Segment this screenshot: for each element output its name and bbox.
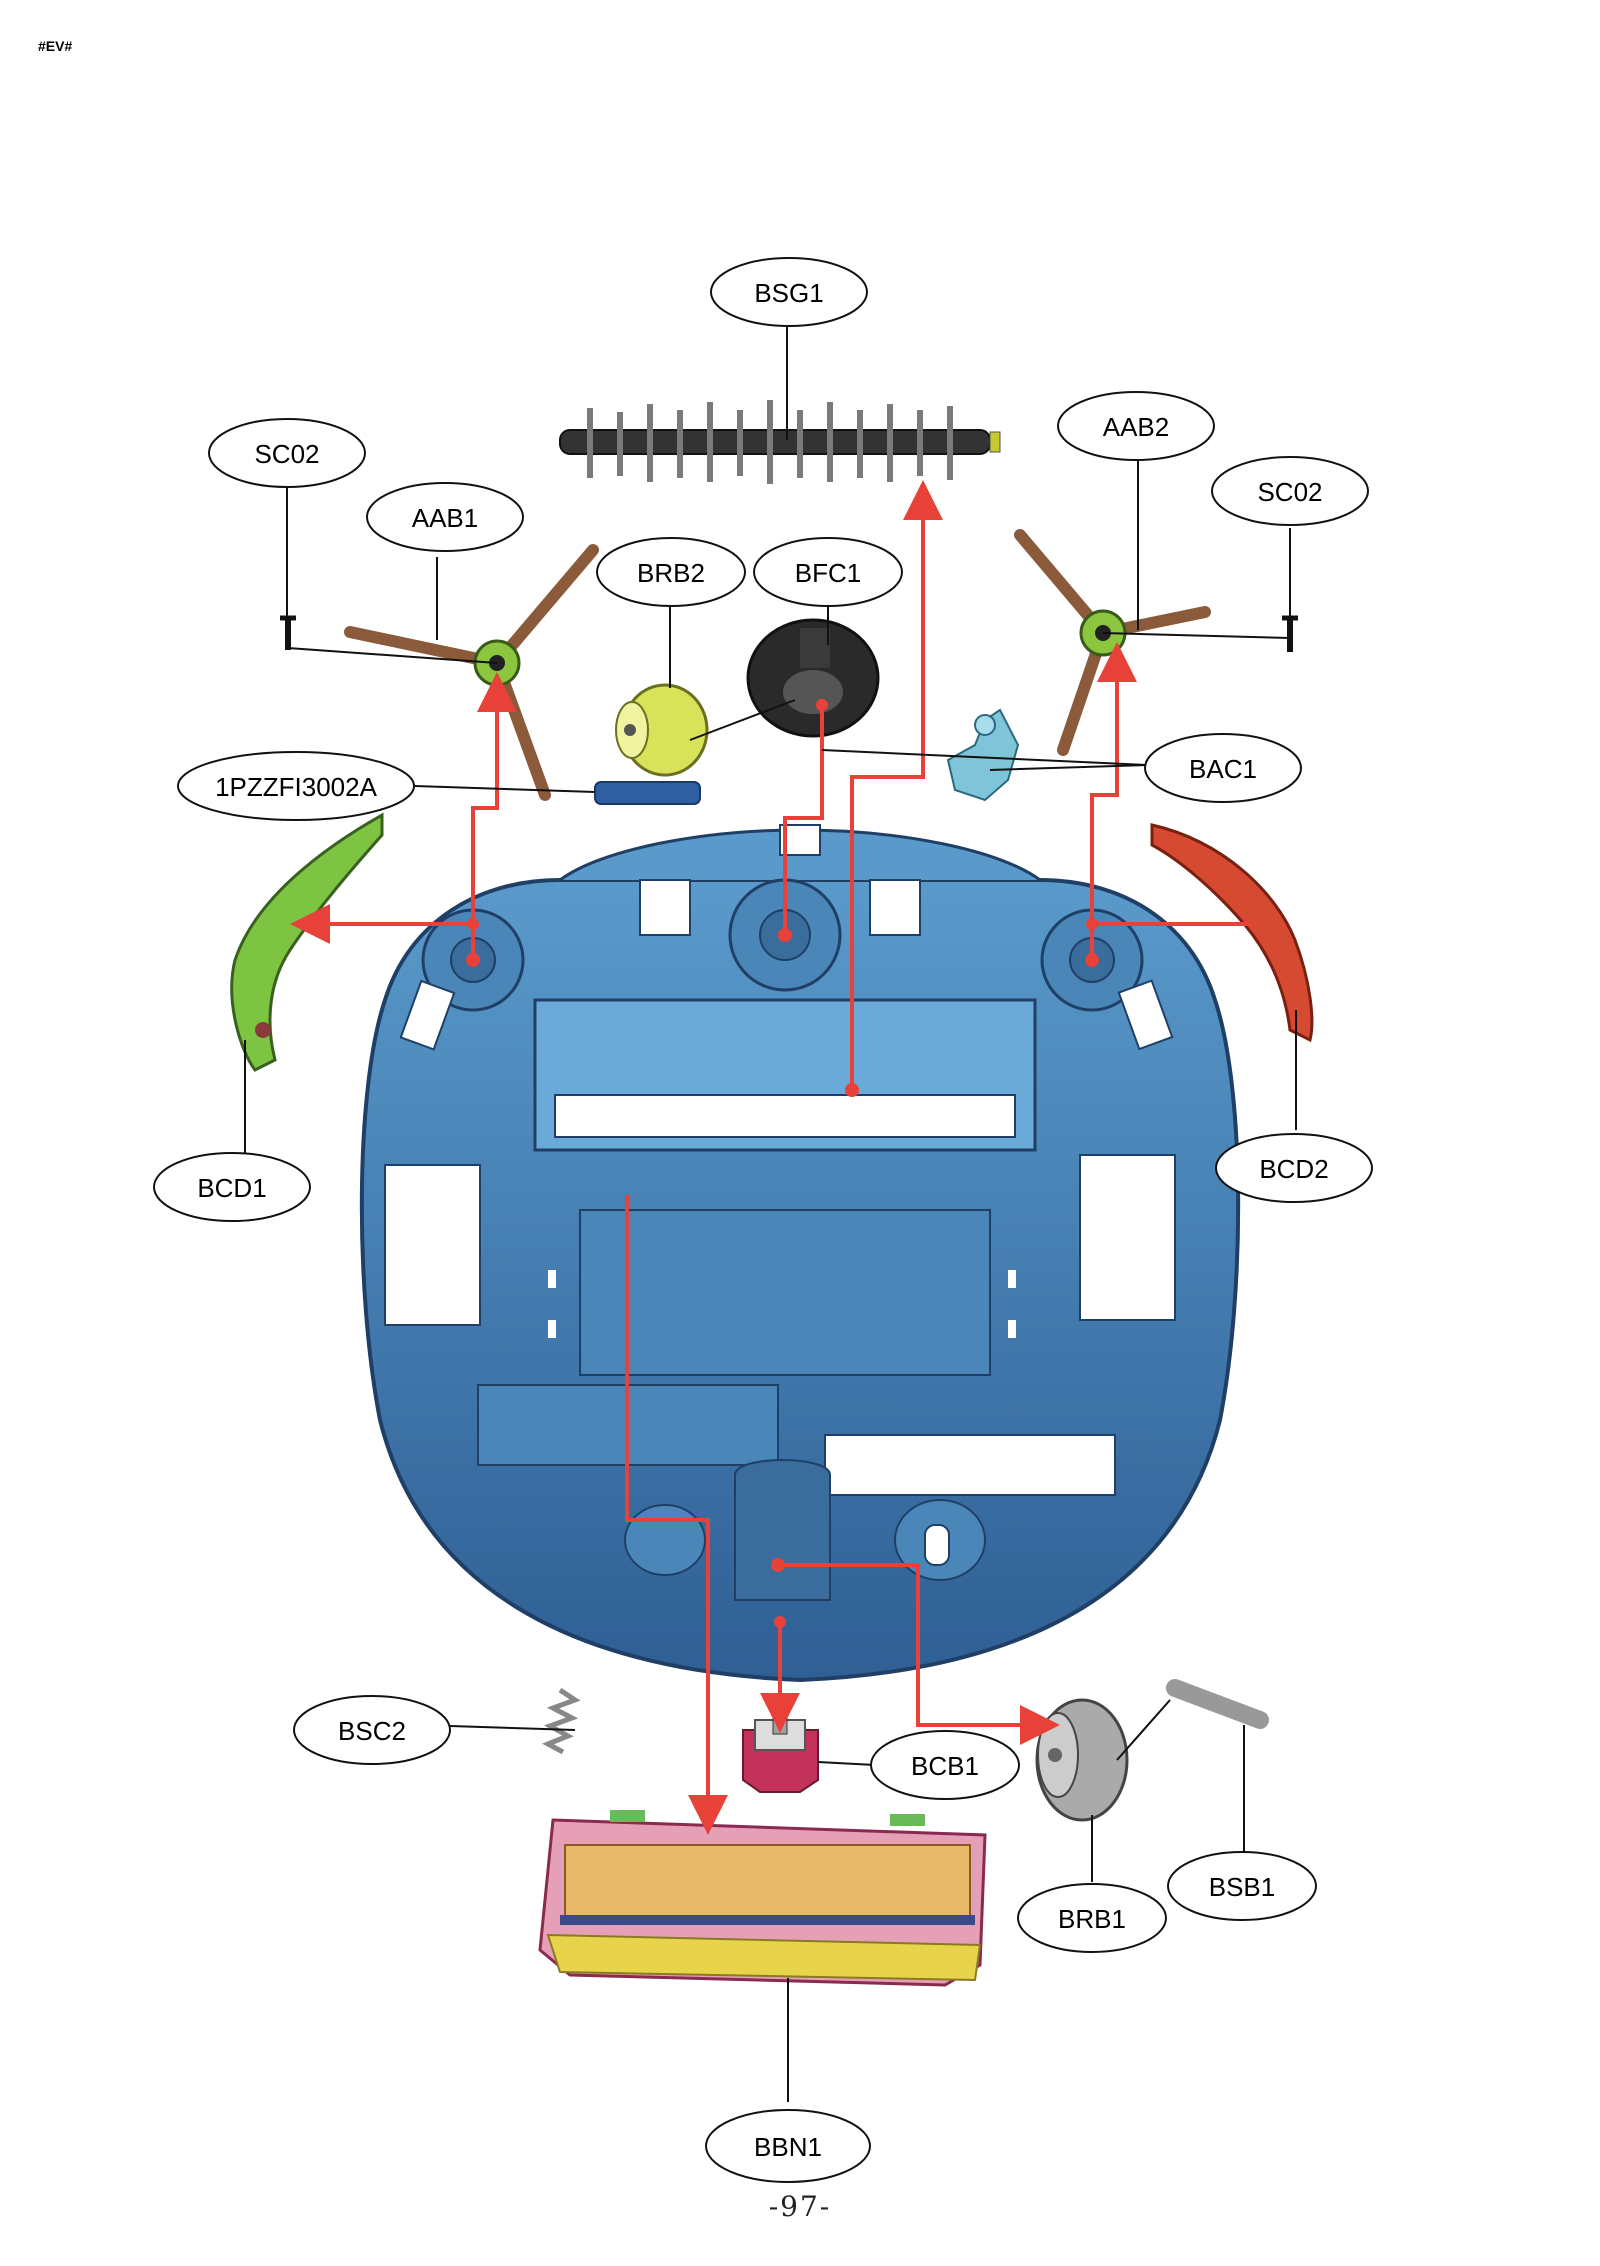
right-side-brush-part bbox=[1014, 529, 1211, 756]
callout-label: AAB2 bbox=[1103, 412, 1170, 442]
arrow-bfc1 bbox=[783, 705, 824, 935]
main-brush-part bbox=[559, 400, 1001, 484]
callout-label: BBN1 bbox=[754, 2132, 822, 2162]
callout-label: BAC1 bbox=[1189, 754, 1257, 784]
callout-bcd1: BCD1 bbox=[153, 1152, 311, 1222]
callout-sc02-left: SC02 bbox=[208, 418, 366, 488]
spring-part bbox=[542, 1687, 581, 1755]
rear-wheel-shaft-part bbox=[1166, 1679, 1269, 1729]
callout-label: BCB1 bbox=[911, 1751, 979, 1781]
callout-label: BRB1 bbox=[1058, 1904, 1126, 1934]
callout-label: SC02 bbox=[1257, 477, 1322, 507]
arrow-bbn1 bbox=[625, 1195, 728, 1835]
arrow-aab2 bbox=[1090, 642, 1137, 960]
arrow-brb1 bbox=[778, 1563, 1060, 1745]
callout-bcb1: BCB1 bbox=[870, 1730, 1020, 1800]
callout-1pzzfi3002a: 1PZZFI3002A bbox=[177, 751, 415, 821]
callout-label: SC02 bbox=[254, 439, 319, 469]
callout-label: AAB1 bbox=[412, 503, 479, 533]
callout-brb1: BRB1 bbox=[1017, 1883, 1167, 1953]
callout-bsc2: BSC2 bbox=[293, 1695, 451, 1765]
callout-label: 1PZZFI3002A bbox=[215, 772, 378, 802]
front-caster-part bbox=[746, 618, 880, 738]
leader-lines bbox=[244, 325, 1297, 2102]
callout-bsg1: BSG1 bbox=[710, 257, 868, 327]
callout-label: BCD1 bbox=[197, 1173, 266, 1203]
callout-label: BCD2 bbox=[1259, 1154, 1328, 1184]
page-number: -97- bbox=[768, 2190, 832, 2223]
callout-label: BSB1 bbox=[1209, 1872, 1276, 1902]
assembly-arrows bbox=[290, 480, 1252, 1835]
rear-caster-bracket-part bbox=[742, 1711, 819, 1793]
callout-bac1: BAC1 bbox=[1144, 733, 1302, 803]
callout-aab1: AAB1 bbox=[366, 482, 524, 552]
callout-brb2: BRB2 bbox=[596, 537, 746, 607]
callout-label: BSG1 bbox=[754, 278, 823, 308]
callout-bfc1: BFC1 bbox=[753, 537, 903, 607]
left-screw-part bbox=[280, 615, 296, 650]
arrow-aab1 bbox=[471, 672, 517, 960]
callout-aab2: AAB2 bbox=[1057, 391, 1215, 461]
dustbin-part bbox=[538, 1810, 987, 1987]
rear-wheel-part bbox=[1035, 1698, 1129, 1822]
caster-axle-part bbox=[946, 708, 1020, 802]
axle-part bbox=[594, 781, 701, 805]
left-side-brush-part bbox=[344, 544, 599, 801]
arrow-bsg1 bbox=[850, 480, 943, 1090]
right-screw-part bbox=[1282, 615, 1298, 652]
callout-label: BFC1 bbox=[795, 558, 861, 588]
robot-base-body bbox=[359, 824, 1241, 1683]
corner-tag: #EV# bbox=[38, 38, 73, 54]
callout-label: BRB2 bbox=[637, 558, 705, 588]
callout-bsb1: BSB1 bbox=[1167, 1851, 1317, 1921]
callout-bbn1: BBN1 bbox=[705, 2109, 871, 2183]
left-bumper-part bbox=[230, 812, 384, 1072]
callout-bcd2: BCD2 bbox=[1215, 1133, 1373, 1203]
drive-wheel-part bbox=[615, 683, 709, 777]
callout-label: BSC2 bbox=[338, 1716, 406, 1746]
callout-sc02-right: SC02 bbox=[1211, 456, 1369, 526]
